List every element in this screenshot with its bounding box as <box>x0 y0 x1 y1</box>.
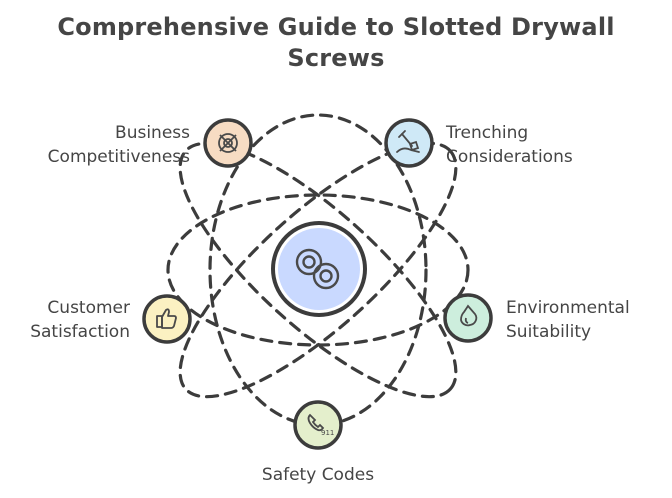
node-environmental-circle <box>443 293 493 343</box>
label-customer-line-1: Customer <box>47 298 130 318</box>
label-environmental-line-2: Suitability <box>506 322 592 342</box>
label-environmental-line-1: Environmental <box>506 298 630 318</box>
svg-text:911: 911 <box>321 429 334 437</box>
label-trenching-line-2: Considerations <box>446 147 573 167</box>
label-trenching-line-1: Trenching <box>446 123 529 143</box>
drop-icon <box>460 304 478 327</box>
label-trenching-considerations: Trenching Considerations <box>446 121 646 169</box>
orbit-ellipse-diagonal-a <box>178 141 458 399</box>
page-title-line-2: Screws <box>287 44 385 72</box>
node-environmental <box>443 293 493 343</box>
label-customer-line-2: Satisfaction <box>30 322 130 342</box>
label-customer-satisfaction: Customer Satisfaction <box>0 296 130 344</box>
center-hub <box>271 221 367 317</box>
label-safety-codes: Safety Codes <box>220 463 416 487</box>
phone-911-icon: 911 <box>307 413 334 437</box>
label-business-competitiveness: Business Competitiveness <box>20 121 190 169</box>
node-customer <box>142 294 192 344</box>
node-safety: 911 <box>293 400 343 450</box>
node-business <box>203 118 253 168</box>
label-safety-line-1: Safety Codes <box>261 465 375 485</box>
orbit-ellipse-diagonal-b <box>178 141 458 399</box>
page-title: Comprehensive Guide to Slotted Drywall S… <box>0 12 672 74</box>
screws-icon <box>295 248 340 290</box>
node-safety-circle <box>293 400 343 450</box>
node-trenching <box>384 118 434 168</box>
label-business-line-2: Competitiveness <box>47 147 190 167</box>
node-customer-circle <box>142 294 192 344</box>
page-title-line-1: Comprehensive Guide to Slotted Drywall <box>57 13 615 41</box>
thumbs-up-icon <box>156 308 177 329</box>
label-environmental-suitability: Environmental Suitability <box>506 296 666 344</box>
label-business-line-1: Business <box>115 123 190 143</box>
shovel-icon <box>396 130 420 153</box>
target-icon <box>218 133 238 153</box>
